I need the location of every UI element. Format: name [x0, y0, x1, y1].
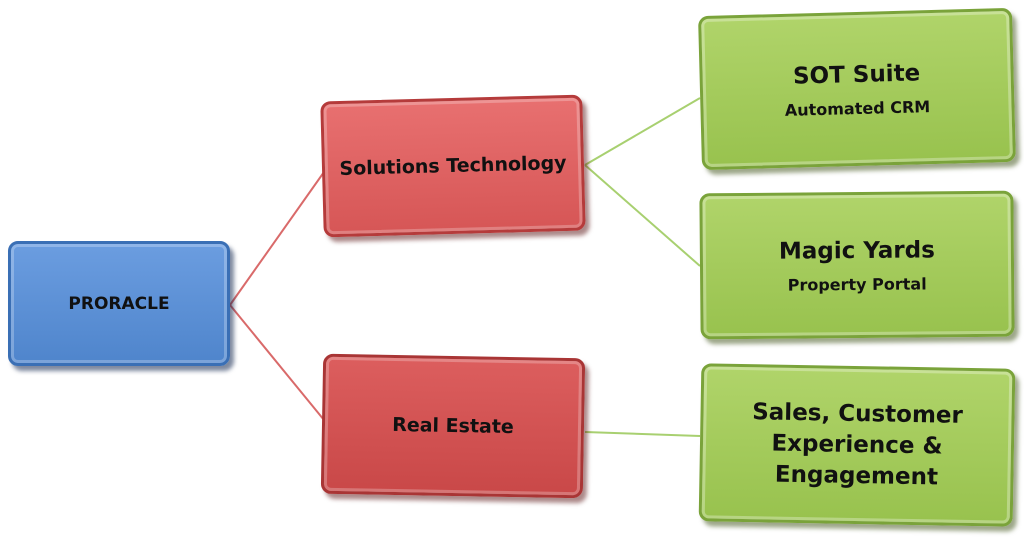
node-sot-suite: SOT Suite Automated CRM: [698, 7, 1016, 171]
node-proracle: PRORACLE: [8, 241, 230, 366]
node-subtitle: Property Portal: [787, 274, 927, 295]
connector-realestate-sales: [584, 431, 701, 437]
node-title: Magic Yards: [778, 237, 935, 265]
node-solutions-technology: Solutions Technology: [320, 94, 586, 238]
node-label: Real Estate: [391, 413, 514, 439]
node-label: PRORACLE: [68, 293, 170, 314]
node-subtitle: Automated CRM: [784, 97, 931, 120]
connector-solutions-magic: [584, 164, 701, 267]
node-title: SOT Suite: [792, 60, 921, 90]
node-sales-engagement: Sales, Customer Experience & Engagement: [698, 363, 1016, 527]
connector-solutions-sot: [584, 97, 701, 166]
node-magic-yards: Magic Yards Property Portal: [699, 190, 1015, 340]
node-real-estate: Real Estate: [320, 353, 586, 499]
node-title: Sales, Customer Experience & Engagement: [752, 398, 964, 490]
node-label: Solutions Technology: [339, 152, 567, 180]
connector-root-solutions: [229, 171, 325, 306]
connector-root-realestate: [229, 304, 325, 421]
